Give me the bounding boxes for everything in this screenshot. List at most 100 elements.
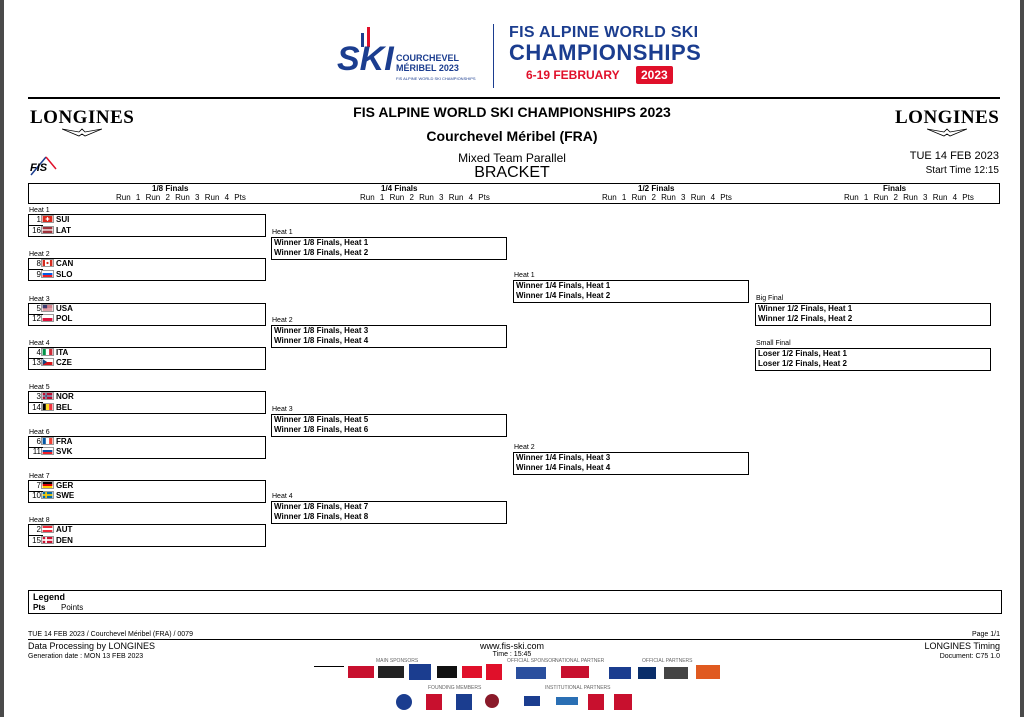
bracket-slot: Winner 1/8 Finals, Heat 3	[274, 326, 369, 335]
team-code: CAN	[56, 259, 74, 269]
eighth-heat-label: Heat 6	[29, 428, 50, 436]
bracket-slot: Winner 1/2 Finals, Heat 2	[758, 314, 853, 323]
team-code: NOR	[56, 392, 74, 402]
row-divider	[29, 313, 43, 315]
bracket-slot: Winner 1/8 Finals, Heat 2	[274, 248, 369, 257]
row-divider	[29, 225, 43, 226]
bracket-slot: Winner 1/4 Finals, Heat 2	[516, 291, 611, 300]
flag-can-icon	[41, 259, 54, 268]
sponsor-logo-2-icon	[348, 666, 374, 678]
sponsor-logo-6-icon	[462, 666, 482, 678]
team-code: AUT	[56, 525, 73, 535]
semi-final-heat-label: Heat 2	[514, 444, 535, 451]
logo-title-line2: CHAMPIONSHIPS	[509, 40, 702, 65]
team-code: ITA	[56, 347, 69, 357]
round-runs-2: Run 1 Run 2 Run 3 Run 4 Pts	[602, 193, 732, 202]
team-row: 6 FRA	[29, 436, 73, 447]
final-heat: Loser 1/2 Finals, Heat 1 Loser 1/2 Final…	[755, 348, 991, 371]
team-seed: 6	[36, 436, 41, 446]
event-venue: Courchevel Méribel (FRA)	[426, 128, 598, 144]
ski-flame-icon	[361, 27, 370, 47]
logo-tagline: FIS ALPINE WORLD SKI CHAMPIONSHIPS	[396, 76, 476, 81]
row-divider	[29, 490, 43, 492]
flag-swe-icon	[41, 491, 54, 500]
team-code: SVK	[56, 447, 73, 456]
sponsor-logo-8-icon	[516, 667, 546, 679]
quarter-final-heat: Winner 1/8 Finals, Heat 5 Winner 1/8 Fin…	[271, 414, 507, 437]
time-printed: Time : 15:45	[492, 651, 532, 658]
bracket-slot: Loser 1/2 Finals, Heat 2	[758, 359, 847, 368]
document-type: BRACKET	[474, 164, 550, 181]
team-code: SUI	[56, 215, 70, 224]
flag-svk-icon	[41, 447, 54, 455]
team-seed: 10	[32, 491, 41, 501]
member-logo-8-icon	[614, 694, 632, 710]
team-code: POL	[56, 314, 73, 324]
team-row: 2 AUT	[29, 525, 72, 535]
eighth-heat-label: Heat 4	[29, 339, 50, 347]
doc-reference: TUE 14 FEB 2023 / Courchevel Méribel (FR…	[28, 631, 193, 638]
national-partner-label: NATIONAL PARTNER	[555, 658, 605, 664]
footer-rule	[28, 639, 1000, 640]
results-page: SKI COURCHEVEL MÉRIBEL 2023 FIS ALPINE W…	[4, 0, 1020, 717]
legend-key: Pts	[33, 603, 46, 612]
flag-nor-icon	[41, 392, 54, 401]
bracket-slot: Winner 1/8 Finals, Heat 8	[274, 512, 369, 521]
legend-title: Legend	[33, 592, 66, 602]
legend-value: Points	[61, 603, 84, 612]
quarter-final-heat-label: Heat 1	[272, 229, 293, 236]
row-divider	[29, 446, 43, 448]
quarter-final-heat-label: Heat 3	[272, 406, 293, 413]
longines-timing: LONGINES Timing	[924, 641, 1000, 651]
semi-final-heat: Winner 1/4 Finals, Heat 1 Winner 1/4 Fin…	[513, 280, 749, 303]
bracket-slot: Winner 1/8 Finals, Heat 6	[274, 425, 369, 434]
round-title-0: 1/8 Finals	[152, 184, 189, 193]
bracket-slot: Winner 1/4 Finals, Heat 3	[516, 453, 611, 462]
round-runs-3: Run 1 Run 2 Run 3 Run 4 Pts	[844, 193, 974, 202]
sponsor-logo-1-icon	[314, 666, 344, 679]
team-seed: 12	[32, 314, 41, 324]
team-code: SLO	[56, 269, 73, 279]
main-sponsors-label: MAIN SPONSORS	[376, 658, 419, 664]
eighth-heat-label: Heat 2	[29, 251, 50, 259]
team-seed: 2	[36, 525, 41, 535]
longines-logo-right: LONGINES	[895, 107, 1000, 128]
flag-ger-icon	[41, 480, 54, 489]
flag-fra-icon	[41, 436, 54, 445]
logo-year: 2023	[636, 66, 673, 84]
official-partners-label: OFFICIAL PARTNERS	[642, 658, 693, 664]
round-title-3: Finals	[883, 184, 907, 193]
round-runs-1: Run 1 Run 2 Run 3 Run 4 Pts	[360, 193, 490, 202]
data-processing: Data Processing by LONGINES	[28, 641, 156, 651]
event-discipline: Mixed Team Parallel	[458, 151, 566, 165]
bracket-slot: Winner 1/4 Finals, Heat 1	[516, 281, 611, 290]
team-code: DEN	[56, 535, 73, 545]
generation-date: Generation date : MON 13 FEB 2023	[28, 653, 144, 660]
longines-logo-left: LONGINES	[30, 107, 135, 128]
logo-divider	[493, 24, 494, 88]
header-rule	[28, 97, 1000, 99]
member-logo-5-icon	[524, 696, 540, 706]
team-seed: 16	[32, 225, 41, 235]
final-heat-label: Small Final	[756, 340, 791, 347]
team-code: SWE	[56, 491, 75, 501]
bracket-slot: Winner 1/2 Finals, Heat 1	[758, 304, 853, 313]
flag-cze-icon	[41, 358, 54, 367]
team-row: 12 POL	[29, 314, 72, 324]
sponsor-logo-3-icon	[378, 666, 404, 678]
team-code: FRA	[56, 436, 73, 446]
team-seed: 7	[36, 480, 41, 490]
flag-slo-icon	[41, 269, 54, 278]
sponsor-logo-9-icon	[561, 666, 589, 678]
flag-sui-icon	[41, 215, 54, 223]
team-row: 10 SWE	[29, 491, 74, 501]
website-link[interactable]: www.fis-ski.com	[479, 641, 544, 651]
sponsor-logo-4-icon	[409, 664, 431, 680]
